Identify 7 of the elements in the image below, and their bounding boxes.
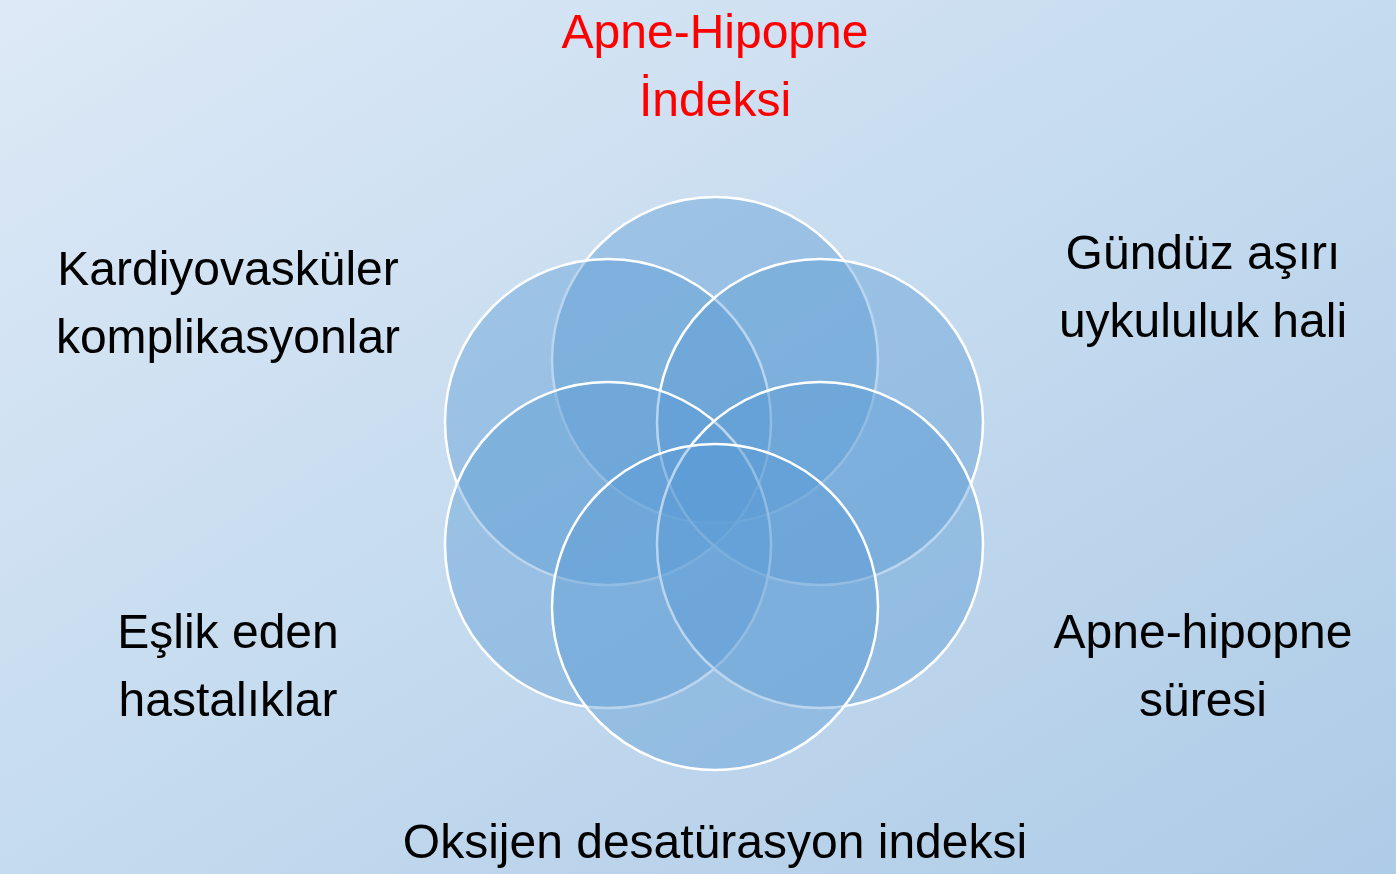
circle xyxy=(550,442,880,772)
circle-caption: Gündüz aşırı uykululuk hali xyxy=(1057,225,1349,349)
circle-caption: Eşlik eden hastalıklar xyxy=(116,604,340,728)
circle-caption: Kardiyovasküler komplikasyonlar xyxy=(54,241,402,365)
circle-caption: Apne-Hipopne İndeksi xyxy=(560,4,870,128)
circle-caption: Apne-hipopne süresi xyxy=(1052,604,1354,728)
circle-caption: Oksijen desatürasyon indeksi xyxy=(401,814,1029,870)
